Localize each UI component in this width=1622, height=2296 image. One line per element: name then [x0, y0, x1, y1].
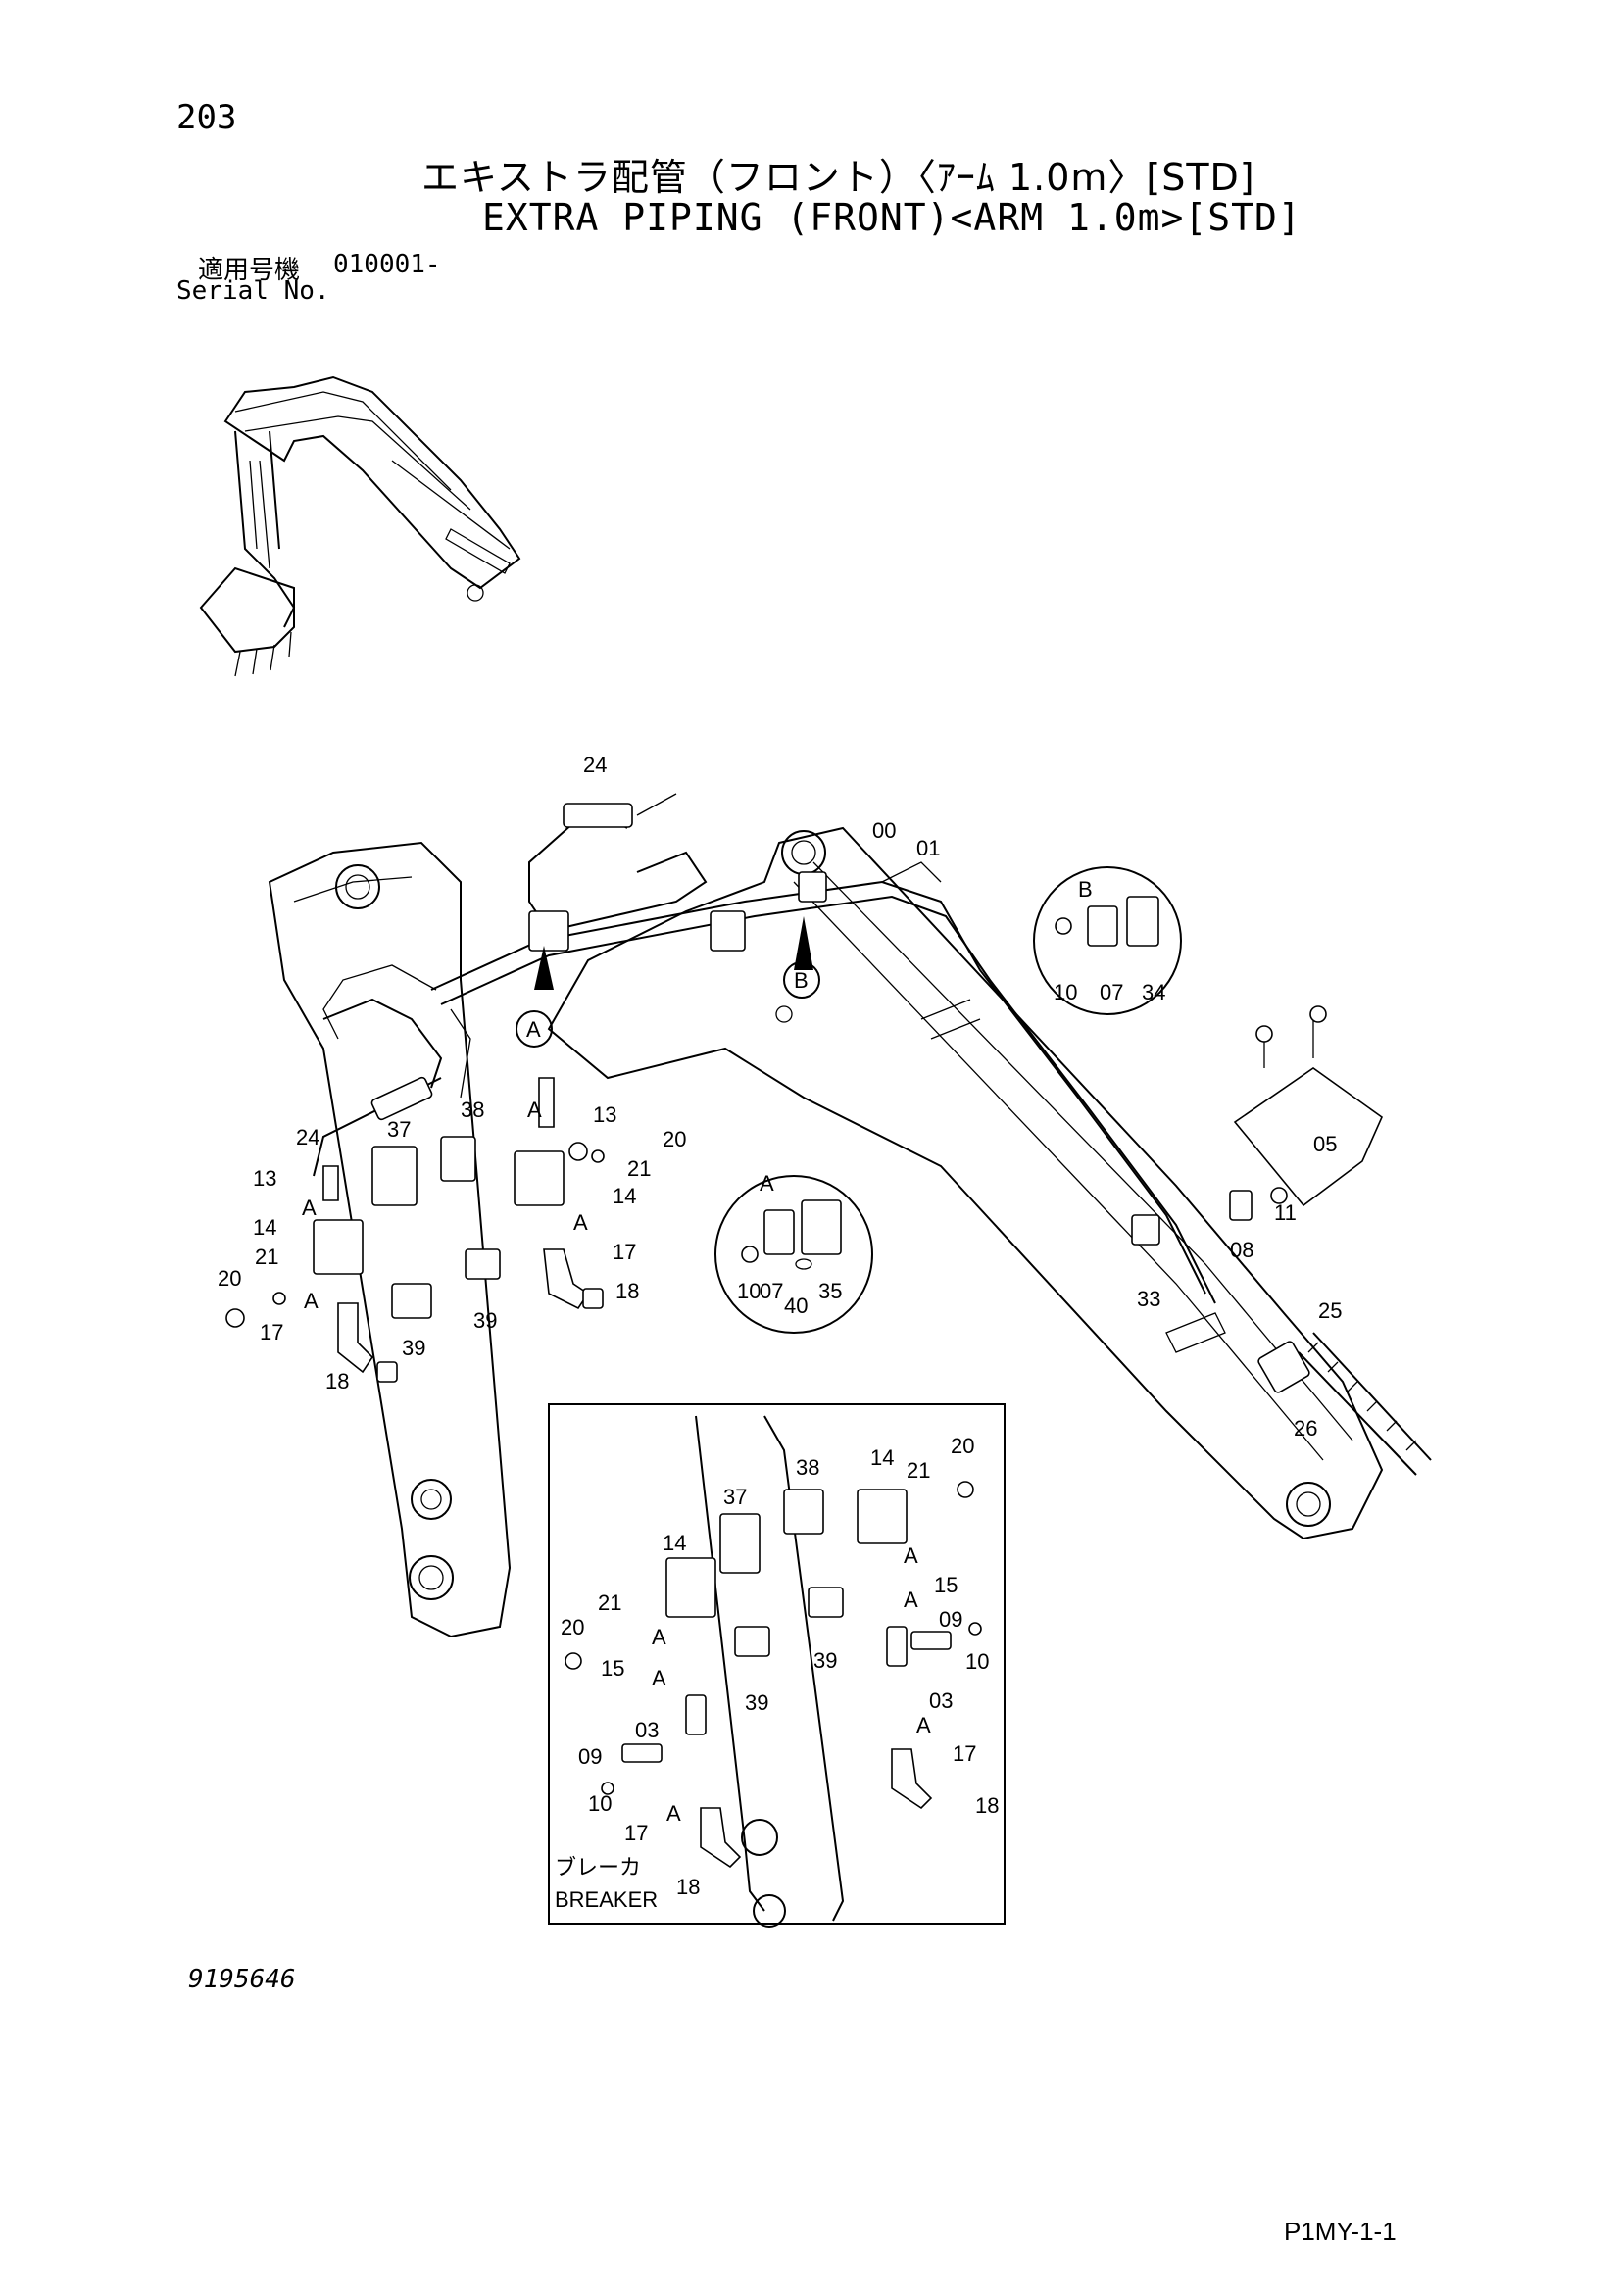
callout-33: 33 — [1137, 1287, 1160, 1311]
callout-a-left-1: A — [302, 1196, 317, 1220]
serial-label-english: Serial No. — [176, 276, 330, 306]
breaker-callout-a-5: A — [904, 1588, 918, 1612]
callout-20-left: 20 — [218, 1266, 241, 1291]
breaker-callout-18-right: 18 — [975, 1793, 999, 1818]
callout-18-right: 18 — [615, 1279, 639, 1303]
callout-24-left: 24 — [296, 1125, 319, 1149]
callout-20-right: 20 — [663, 1127, 686, 1151]
callout-25: 25 — [1318, 1298, 1342, 1323]
breaker-callout-10-right: 10 — [965, 1649, 989, 1674]
breaker-label-english: BREAKER — [555, 1887, 658, 1912]
breaker-callout-09-left: 09 — [578, 1744, 602, 1769]
callout-35: 35 — [818, 1279, 842, 1303]
detail-a-callout-07: 07 — [760, 1279, 783, 1303]
callout-39-right: 39 — [473, 1308, 497, 1333]
breaker-callout-20-left: 20 — [561, 1615, 584, 1639]
title-japanese: エキストラ配管（フロント）〈ｱｰﾑ 1.0m〉[STD] — [421, 156, 1255, 199]
callout-00: 00 — [872, 818, 896, 843]
breaker-callout-14-right: 14 — [870, 1445, 894, 1470]
breaker-callout-38: 38 — [796, 1455, 819, 1480]
view-label-b: B — [794, 968, 809, 993]
callout-17-left: 17 — [260, 1320, 283, 1344]
excavator-overview-illustration — [199, 375, 521, 677]
callout-21-right: 21 — [627, 1156, 651, 1181]
breaker-callout-03-right: 03 — [929, 1688, 953, 1713]
detail-a-callout-10: 10 — [737, 1279, 761, 1303]
callout-38: 38 — [461, 1098, 484, 1122]
detail-a-view — [714, 1175, 873, 1334]
callout-11: 11 — [1274, 1200, 1297, 1225]
breaker-callout-21-left: 21 — [598, 1590, 621, 1615]
breaker-callout-20-right: 20 — [951, 1434, 974, 1458]
callout-26: 26 — [1294, 1416, 1317, 1441]
breaker-callout-17-left: 17 — [624, 1821, 648, 1845]
breaker-callout-a-1: A — [652, 1625, 666, 1649]
callout-40: 40 — [784, 1294, 808, 1318]
arm-assembly-drawing — [268, 793, 1432, 1638]
title-english: EXTRA PIPING (FRONT)<ARM 1.0m>[STD] — [482, 196, 1302, 239]
detail-b-view — [1033, 866, 1182, 1015]
breaker-callout-17-right: 17 — [953, 1741, 976, 1766]
page-number: 203 — [176, 98, 237, 137]
callout-18-left: 18 — [325, 1369, 349, 1393]
callout-24-top: 24 — [583, 753, 607, 777]
breaker-callout-09-right: 09 — [939, 1607, 962, 1632]
callout-a-right-2: A — [527, 1098, 542, 1122]
callout-07-b: 07 — [1100, 980, 1123, 1004]
callout-14-left: 14 — [253, 1215, 276, 1240]
breaker-callout-39-right: 39 — [813, 1648, 837, 1673]
drawing-number: 9195646 — [188, 1965, 296, 1994]
callout-14-right: 14 — [613, 1184, 636, 1208]
callout-17-right: 17 — [613, 1240, 636, 1264]
breaker-callout-21-right: 21 — [907, 1458, 930, 1483]
callout-b-label: B — [1078, 877, 1093, 902]
breaker-label-japanese: ブレーカ — [555, 1855, 641, 1880]
callout-a-main: A — [760, 1171, 774, 1196]
breaker-callout-18-left: 18 — [676, 1875, 700, 1899]
breaker-callout-15-left: 15 — [601, 1656, 624, 1681]
breaker-callout-10-left: 10 — [588, 1791, 612, 1816]
callout-05: 05 — [1313, 1132, 1337, 1156]
breaker-callout-15-right: 15 — [934, 1573, 958, 1597]
breaker-inset — [548, 1403, 1006, 1928]
breaker-callout-37: 37 — [723, 1485, 747, 1509]
callout-13-right: 13 — [593, 1102, 616, 1127]
callout-10-b: 10 — [1054, 980, 1077, 1004]
callout-13-left: 13 — [253, 1166, 276, 1191]
callout-01: 01 — [916, 836, 940, 860]
breaker-callout-a-2: A — [652, 1666, 666, 1690]
callout-a-right-1: A — [573, 1210, 588, 1235]
callout-39-left: 39 — [402, 1336, 425, 1360]
callout-21-left: 21 — [255, 1245, 278, 1269]
page-reference: P1MY-1-1 — [1284, 2217, 1397, 2246]
callout-a-left-2: A — [304, 1289, 319, 1313]
callout-08: 08 — [1230, 1238, 1253, 1262]
breaker-callout-a-6: A — [916, 1713, 931, 1737]
breaker-callout-03-left: 03 — [635, 1718, 659, 1742]
serial-value: 010001- — [333, 250, 441, 279]
left-fittings-exploded — [225, 1077, 605, 1383]
breaker-callout-39-left: 39 — [745, 1690, 768, 1715]
callout-37: 37 — [387, 1117, 411, 1142]
breaker-callout-a-3: A — [666, 1801, 681, 1826]
view-label-a: A — [526, 1017, 541, 1042]
breaker-callout-a-4: A — [904, 1543, 918, 1568]
serial-label-japanese: 適用号機 — [198, 256, 301, 285]
breaker-callout-14-left: 14 — [663, 1531, 686, 1555]
callout-34: 34 — [1142, 980, 1165, 1004]
